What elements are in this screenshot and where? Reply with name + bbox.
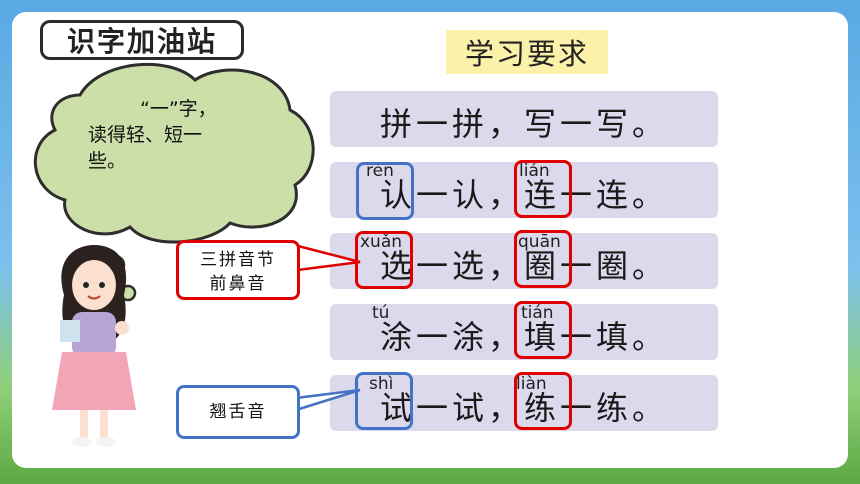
thought-line-3: 些。 — [88, 150, 127, 172]
row-1-text: 拼一拼，写一写。 — [379, 105, 668, 143]
thought-line-1: “一”字， — [140, 98, 217, 120]
thought-text: “一”字， 读得轻、短一 些。 — [88, 96, 288, 174]
highlight-shi — [355, 372, 413, 430]
highlight-lian — [514, 160, 572, 218]
pinyin-tian: tián — [521, 303, 554, 323]
pinyin-lian-2: liàn — [516, 374, 547, 394]
row-5: 试一试，练一练。 — [330, 375, 718, 431]
row-1: 拼一拼，写一写。 — [330, 91, 718, 147]
label-retroflex: 翘舌音 — [176, 385, 300, 439]
pinyin-lian: lián — [519, 161, 550, 181]
pinyin-tu: tú — [372, 303, 390, 323]
thought-line-2: 读得轻、短一 — [88, 124, 203, 146]
pinyin-shi: shì — [369, 374, 394, 394]
highlight-tian — [514, 301, 572, 359]
label-three-spell: 三拼音节 前鼻音 — [176, 240, 300, 300]
row-5-text: 试一试，练一练。 — [379, 389, 668, 427]
label-retroflex-text: 翘舌音 — [209, 402, 267, 422]
pinyin-xuan: xuǎn — [360, 232, 403, 252]
pinyin-ren: rèn — [366, 161, 394, 181]
row-2: 认一认，连一连。 — [330, 162, 718, 218]
highlight-lian-2 — [514, 372, 572, 430]
highlight-quan — [514, 230, 572, 288]
row-3-text: 选一选，圈一圈。 — [379, 247, 668, 285]
page-title: 识字加油站 — [40, 20, 244, 60]
girl-illustration — [52, 245, 136, 447]
highlight-ren — [356, 162, 414, 220]
row-4: 涂一涂，填一填。 — [330, 304, 718, 360]
label-three-line-2: 前鼻音 — [209, 274, 267, 294]
row-2-text: 认一认，连一连。 — [379, 176, 668, 214]
row-3: 选一选，圈一圈。 — [330, 233, 718, 289]
requirement-heading: 学习要求 — [446, 30, 608, 74]
pinyin-quan: quān — [518, 232, 561, 252]
label-three-line-1: 三拼音节 — [200, 250, 276, 270]
row-4-text: 涂一涂，填一填。 — [379, 318, 668, 356]
